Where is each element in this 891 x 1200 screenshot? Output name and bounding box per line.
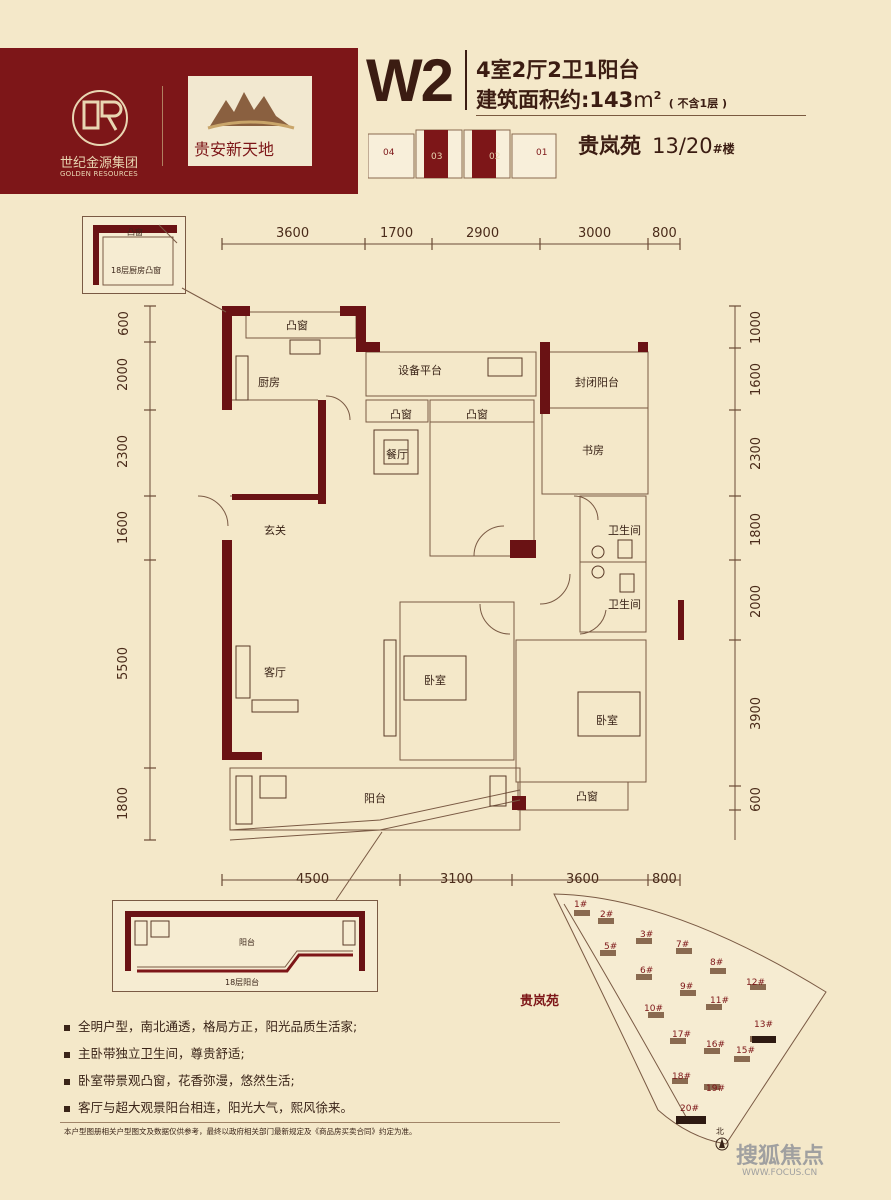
feature-item: 卧室带景观凸窗，花香弥漫，悠然生活; [64,1070,357,1089]
bldg-5: 5# [604,942,618,952]
site-plan-title: 贵岚苑 [520,994,560,1009]
top-dim-2: 1700 [380,226,414,241]
feature-item: 主卧带独立卫生间，尊贵舒适; [64,1043,357,1062]
building-skyline-icon [207,92,295,130]
room-foyer: 玄关 [264,524,286,537]
title-underline [476,115,806,116]
bldg-12: 12# [746,978,765,988]
room-bedroom-2: 卧室 [596,714,618,727]
project-logo-box: 贵安新天地 [188,76,312,166]
room-bedroom-1: 卧室 [424,674,446,687]
unit-code: W2 [366,47,454,114]
unit-position-key: 04 03 02 01 [367,128,558,182]
title-divider [465,50,467,110]
north-label: 北 [716,1127,724,1136]
room-bay-window-bottom: 凸窗 [576,790,598,803]
bldg-19: 19# [706,1084,725,1094]
unit-layout: 4室2厅2卫1阳台 [476,58,640,82]
area-unit-sup: 2 [653,89,662,102]
inset-bottom-balcony: 阳台 [239,938,255,947]
bullet-icon [64,1078,70,1085]
room-balcony: 阳台 [364,792,386,805]
building-name: 贵岚苑 [578,134,641,158]
logo-divider [162,86,163,166]
bullet-icon [64,1105,70,1112]
bottom-dim-1: 4500 [296,872,330,887]
unit-pos-03: 03 [431,152,443,162]
watermark-text: 搜狐焦点 [736,1144,825,1169]
unit-pos-04: 04 [383,148,395,158]
bldg-7: 7# [676,940,690,950]
features-list: 全明户型，南北通透，格局方正，阳光品质生活家; 主卧带独立卫生间，尊贵舒适; 卧… [64,1016,357,1116]
inset-bottom-leader [335,831,383,901]
bldg-8: 8# [710,958,724,968]
bldg-16: 16# [706,1040,725,1050]
project-name: 贵安新天地 [194,140,275,159]
inset-plan-top [93,224,178,286]
top-dim-3: 2900 [466,226,500,241]
group-name-en: GOLDEN RESOURCES [60,170,138,178]
site-plan [553,893,827,1151]
bldg-9: 9# [680,982,694,992]
bldg-15: 15# [736,1046,755,1056]
top-dim-1: 3600 [276,226,310,241]
top-dim-5: 800 [652,226,677,241]
inset-bottom-caption: 18层阳台 [225,978,260,987]
bullet-icon [64,1024,70,1031]
golden-resources-logo [72,90,128,146]
bullet-icon [64,1051,70,1058]
room-enclosed-balcony: 封闭阳台 [575,376,619,389]
bldg-11: 11# [710,996,729,1006]
top-dim-4: 3000 [578,226,612,241]
feature-item: 客厅与超大观景阳台相连，阳光大气，熙风徐来。 [64,1097,357,1116]
bldg-13: 13# [754,1020,773,1030]
watermark-url: WWW.FOCUS.CN [742,1168,818,1178]
bldg-20: 20# [680,1104,699,1114]
building-label: 贵岚苑 13/20#楼 [578,130,735,160]
bldg-10: 10# [644,1004,663,1014]
bldg-3: 3# [640,930,654,940]
bldg-1: 1# [574,900,588,910]
room-dining: 餐厅 [386,448,408,461]
inset-plan-bottom [125,911,365,973]
disclaimer: 本户型图册相关户型图文及数据仅供参考，最终以政府相关部门最新规定及《商品房买卖合… [64,1127,417,1136]
room-bay-window-a: 凸窗 [390,408,412,421]
area-note: ( 不含1层 ) [668,97,728,110]
room-bathroom-1: 卫生间 [608,524,641,537]
header-banner: 世纪金源集团 GOLDEN RESOURCES 贵安新天地 [0,48,358,194]
bottom-dim-4: 800 [652,872,677,887]
inset-top-caption: 18层厨房凸窗 [111,266,162,275]
room-bay-window-b: 凸窗 [466,408,488,421]
bldg-2: 2# [600,910,614,920]
bldg-18: 18# [672,1072,691,1082]
group-name: 世纪金源集团 [60,156,139,171]
area-label: 建筑面积约: [476,88,590,112]
room-bathroom-2: 卫生间 [608,598,641,611]
building-suffix: #楼 [712,142,735,156]
balcony-inset: 阳台 18层阳台 [112,900,378,992]
room-equipment-platform: 设备平台 [398,364,442,377]
unit-pos-02: 02 [489,152,501,162]
bldg-6: 6# [640,966,654,976]
area-value: 143 [589,88,634,112]
room-kitchen: 厨房 [258,376,280,389]
bldg-17: 17# [672,1030,691,1040]
unit-key-plan [367,129,557,179]
room-study: 书房 [582,444,604,457]
room-living: 客厅 [264,666,286,679]
feature-item: 全明户型，南北通透，格局方正，阳光品质生活家; [64,1016,357,1035]
bottom-dim-2: 3100 [440,872,474,887]
unit-pos-01: 01 [536,148,548,158]
inset-top-bay-window: 凸窗 [127,228,143,237]
room-kitchen-bay-window: 凸窗 [286,319,308,332]
inset-top-leader [181,287,227,313]
disclaimer-rule [60,1122,560,1123]
area-unit: m [633,88,654,112]
unit-area: 建筑面积约:143m2 ( 不含1层 ) [476,84,727,114]
building-number: 13/20 [652,134,713,158]
kitchen-bay-window-inset: 凸窗 18层厨房凸窗 [82,216,186,294]
bottom-dim-3: 3600 [566,872,600,887]
